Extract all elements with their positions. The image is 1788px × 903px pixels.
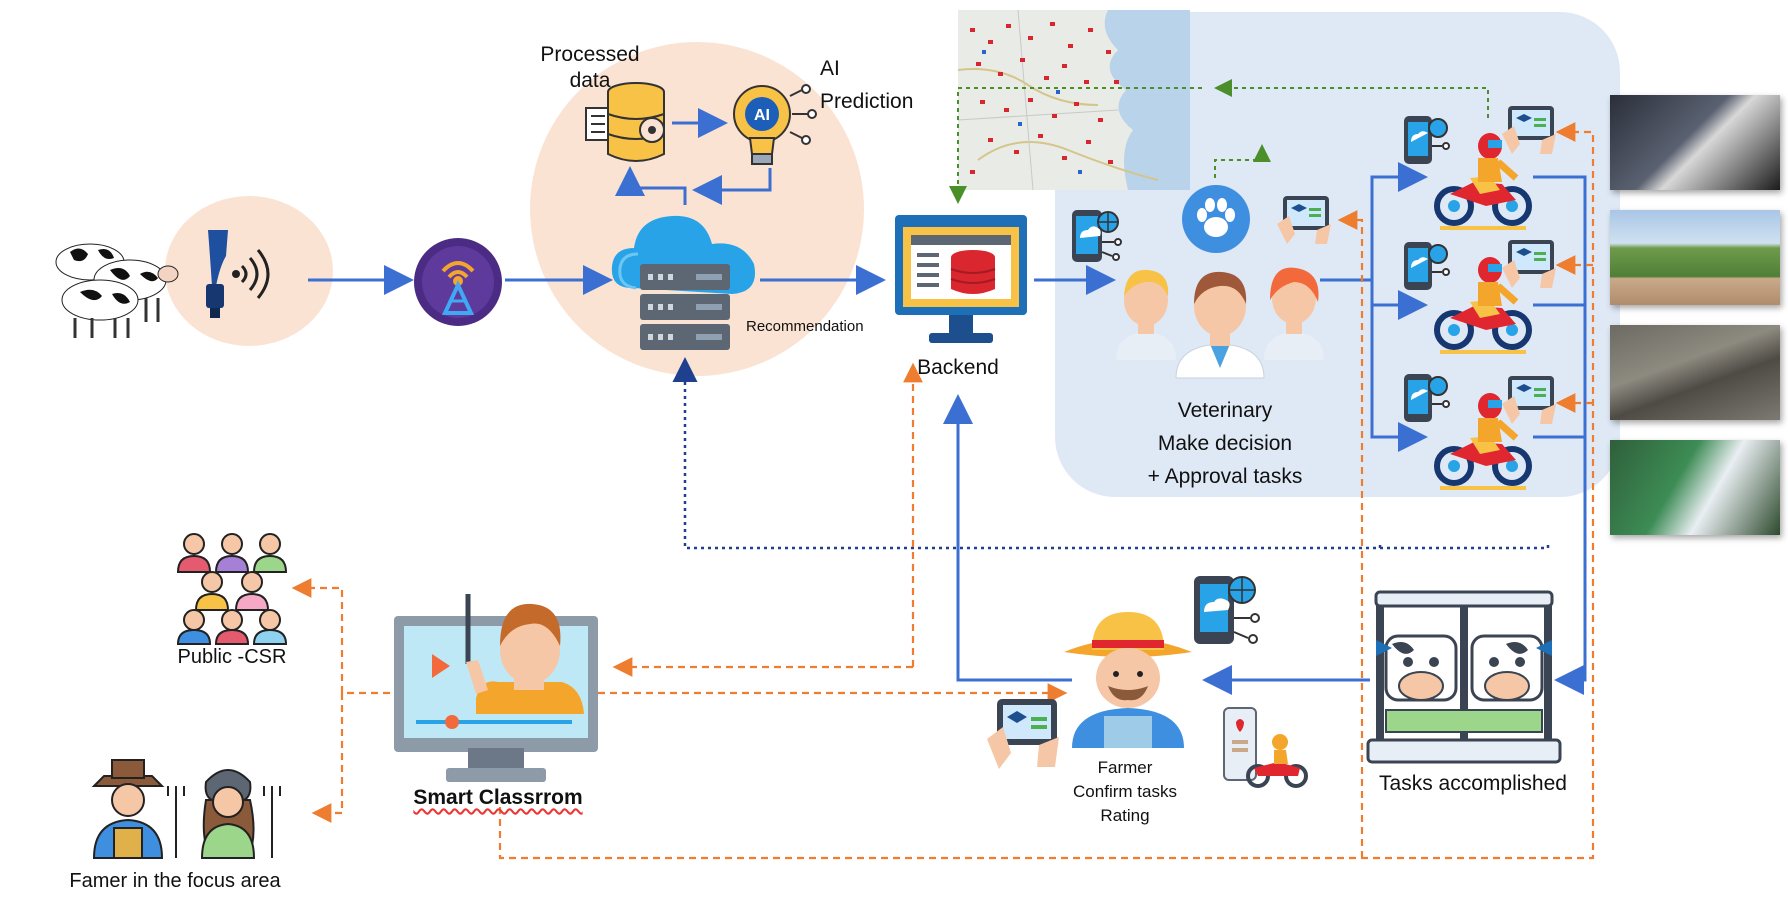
tablet-hand-icon-row1 [1500, 104, 1558, 156]
ai-prediction-label: AI Prediction [820, 57, 914, 113]
famer-focus-area-label: Famer in the focus area [69, 870, 281, 892]
tablet-hand-icon-row2 [1500, 238, 1558, 290]
vet-photo-2 [1610, 210, 1780, 305]
recommendation-label: Recommendation [746, 318, 864, 335]
mobile-iot-icon-farmer [1192, 574, 1264, 648]
paw-print-icon [1180, 183, 1252, 255]
collar-sensor-icon [198, 226, 298, 321]
backend-computer-icon [893, 213, 1029, 346]
cloud-server-icon [608, 204, 762, 359]
cattle-herd-icon [40, 222, 190, 342]
vet-photo-1 [1610, 95, 1780, 190]
public-csr-label: Public -CSR [177, 646, 287, 668]
mobile-iot-icon [1070, 208, 1126, 266]
tablet-hand-icon-row3 [1500, 374, 1558, 426]
sensor-circle [165, 196, 333, 346]
farmer-icon [1064, 606, 1192, 748]
cows-stanchion-icon [1366, 590, 1562, 766]
antenna-tower-icon [413, 237, 503, 327]
farmer-label: Farmer Confirm tasks Rating [1073, 758, 1177, 825]
backend-label: Backend [917, 356, 999, 379]
farmers-focus-area-icon [88, 756, 288, 860]
vet-photo-4 [1610, 440, 1780, 535]
motorbike-rider-icon-2 [1430, 252, 1534, 356]
veterinary-label: Veterinary Make decision + Approval task… [1147, 399, 1303, 488]
smart-classroom-text: Smart Classrrom [413, 786, 583, 809]
motorbike-rider-icon-3 [1430, 388, 1534, 492]
ai-lightbulb-icon: AI [722, 82, 818, 174]
smart-classroom-label: Smart Classrrom [380, 786, 616, 810]
veterinary-team-icon [1110, 244, 1334, 380]
vet-photo-3 [1610, 325, 1780, 420]
processed-data-icon [582, 78, 674, 170]
delivery-scooter-icon [1222, 706, 1308, 790]
mobile-iot-icon-row3 [1402, 372, 1452, 426]
public-crowd-icon [174, 530, 292, 646]
farm-map-image [958, 10, 1190, 190]
smart-classroom-icon [392, 590, 600, 786]
cloud-processing-circle [530, 42, 864, 376]
tasks-accomplished-label: Tasks accomplished [1379, 772, 1567, 795]
motorbike-rider-icon-1 [1430, 128, 1534, 232]
ai-badge-text: AI [754, 107, 770, 124]
tablet-hand-icon-farmer [985, 697, 1061, 773]
mobile-iot-icon-row1 [1402, 114, 1452, 168]
processed-data-label: Processed data [540, 43, 640, 92]
mobile-iot-icon-row2 [1402, 240, 1452, 294]
tablet-hand-icon [1275, 194, 1333, 246]
